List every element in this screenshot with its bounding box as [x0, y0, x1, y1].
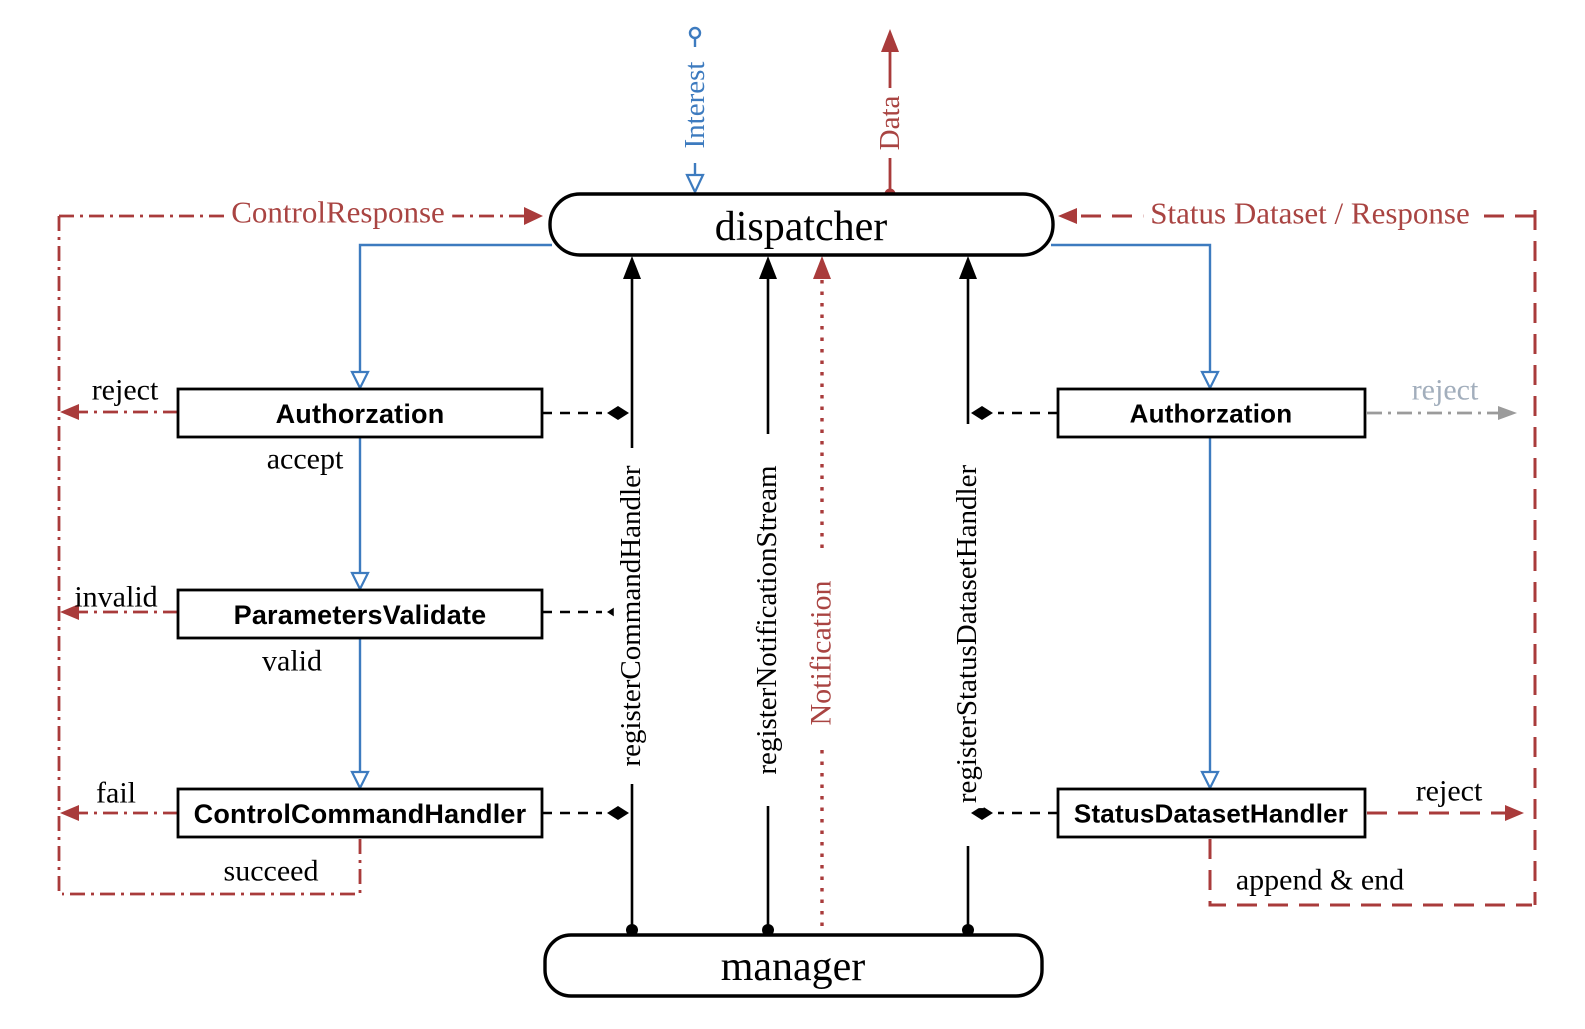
node-control-command-handler-box: [176, 787, 544, 839]
node-dispatcher-box: [548, 192, 1055, 257]
node-parameters-validate-box: [176, 588, 544, 640]
edge-register-notification-stream: [759, 256, 777, 936]
outcome-label-append-end: append & end: [1235, 863, 1405, 897]
node-manager-label: manager: [720, 943, 866, 990]
edge-connector-control-command-handler: [542, 806, 629, 820]
edge-label-register-command-handler: registerCommandHandler: [613, 460, 649, 772]
node-authorzation-left-label: Authorzation: [275, 398, 445, 429]
edge-connector-auth-right: [971, 406, 1058, 420]
outcome-label-reject-right-top: reject: [1411, 373, 1479, 407]
node-parameters-validate-label: ParametersValidate: [233, 599, 487, 630]
node-status-dataset-handler-label: StatusDatasetHandler: [1073, 798, 1349, 829]
edge-label-control-response: ControlResponse: [224, 196, 452, 230]
node-status-dataset-handler-box: [1056, 787, 1367, 839]
edge-register-command-handler: [623, 256, 641, 936]
edge-label-register-status-dataset-handler: registerStatusDatasetHandler: [949, 459, 985, 809]
outcome-label-invalid: invalid: [74, 580, 158, 614]
node-authorzation-right-box: [1056, 387, 1367, 439]
outcome-label-succeed: succeed: [223, 854, 319, 888]
edge-data: [881, 29, 899, 200]
edge-connector-status-dataset-handler: [971, 806, 1058, 820]
edge-connector-auth-left: [542, 406, 629, 420]
edge-label-status-dataset-response: Status Dataset / Response: [1143, 197, 1477, 231]
edge-label-register-notification-stream: registerNotificationStream: [749, 460, 785, 780]
outcome-label-reject-left: reject: [91, 373, 159, 407]
edge-blue-right-chain: [1051, 243, 1220, 791]
node-authorzation-right-label: Authorzation: [1129, 398, 1293, 429]
edge-label-data: Data: [872, 90, 908, 156]
outcome-label-accept: accept: [266, 442, 344, 476]
outcome-label-valid: valid: [262, 644, 322, 678]
edge-blue-left-chain: [350, 243, 552, 791]
edge-register-status-dataset-handler: [959, 256, 977, 936]
node-manager-box: [543, 933, 1044, 998]
outcome-label-fail: fail: [96, 776, 136, 810]
node-authorzation-left-box: [176, 387, 544, 439]
edge-label-interest: Interest: [677, 56, 713, 154]
outcome-label-reject-right-bottom: reject: [1415, 774, 1483, 808]
edge-reject-gray: [1367, 406, 1517, 420]
node-control-command-handler-label: ControlCommandHandler: [193, 798, 527, 829]
edge-interest: [685, 26, 705, 195]
edge-notification: [813, 256, 831, 933]
edge-label-notification: Notification: [803, 575, 839, 731]
node-dispatcher-label: dispatcher: [714, 203, 888, 250]
